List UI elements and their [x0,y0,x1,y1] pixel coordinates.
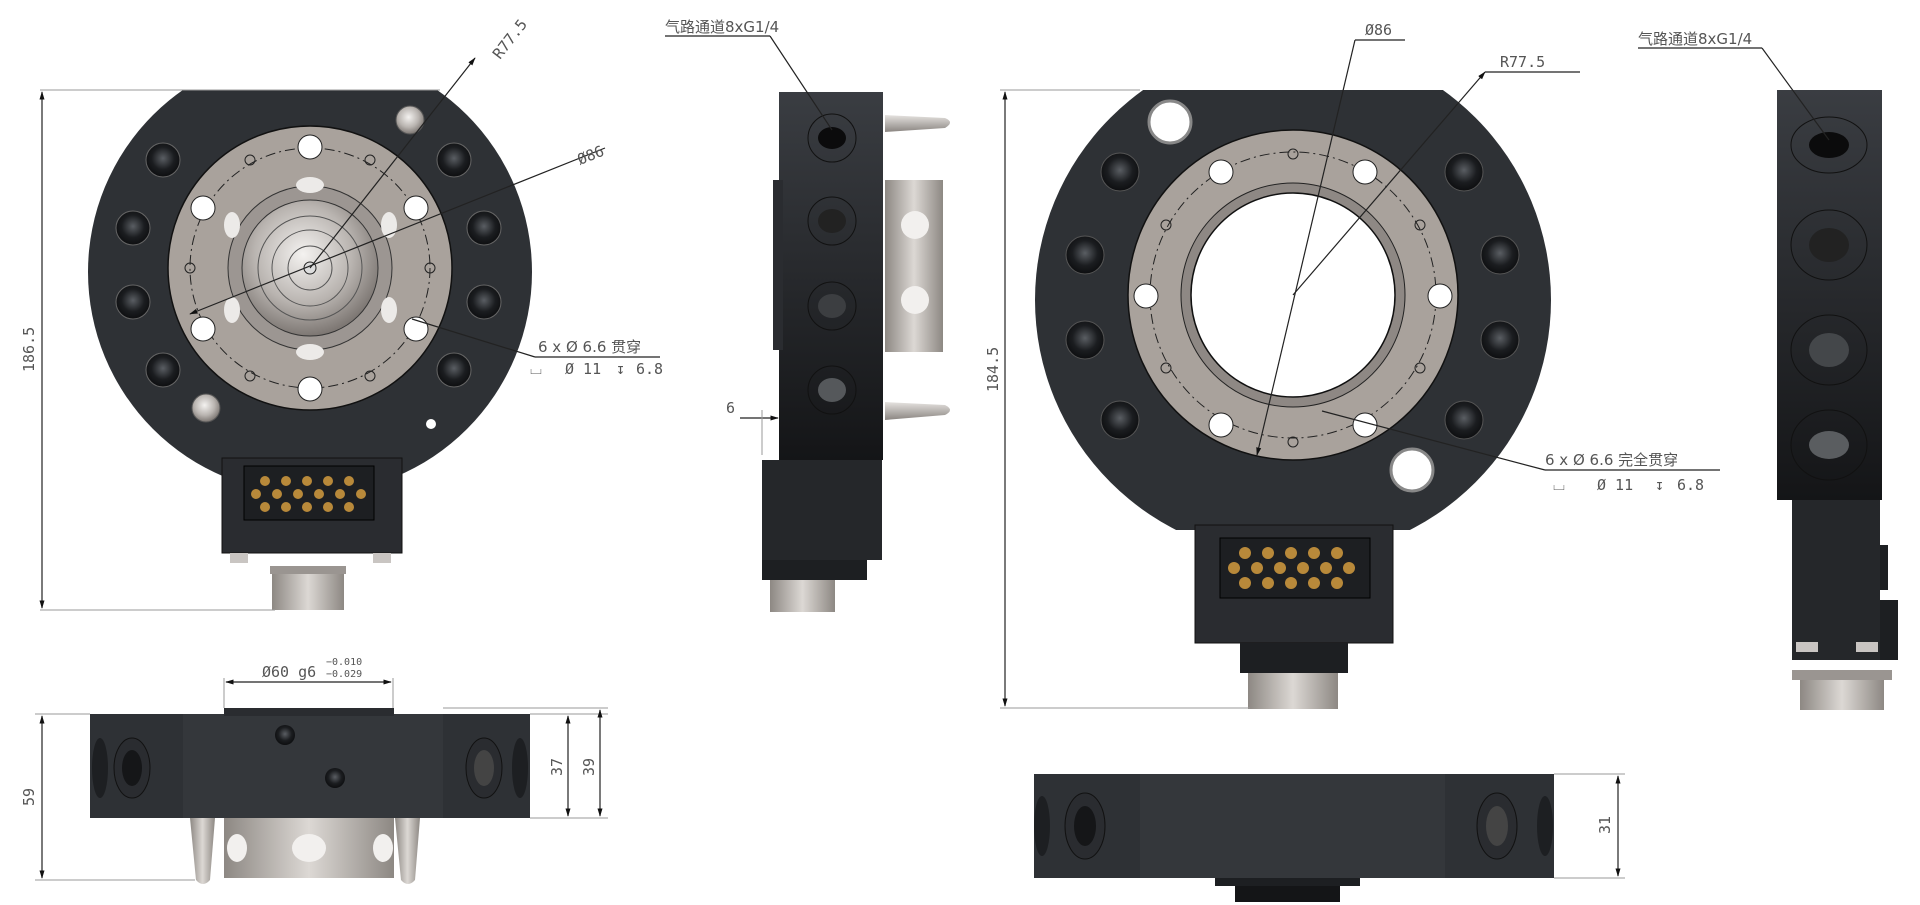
dim-body-height-31: 31 [1596,816,1614,834]
dim-body-height-37: 37 [548,758,566,776]
front-left-view: 186.5 R77.5 Ø86 6 x Ø 6.6 贯穿 ⌴ Ø 11 ↧ 6.… [20,16,663,611]
connector-pins-right [1228,547,1355,589]
bottom-right-view: 31 [1034,773,1625,902]
side-right-view: 气路通道8xG1/4 [1638,30,1898,710]
dim-pilot-tol-lower: −0.029 [326,669,362,680]
side-right-connector [1792,500,1880,660]
dim-body-height-39: 39 [580,758,598,776]
dim-offset-6: 6 [726,399,735,417]
dim-radius-left: R77.5 [489,16,531,63]
hole-callout-right-depth: 6.8 [1677,476,1704,494]
counterbore-symbol-right-icon: ⌴ [1553,476,1565,494]
dim-total-height-59: 59 [20,788,38,806]
side-left-connector [762,460,882,560]
dim-pilot-tol-upper: −0.010 [326,657,362,668]
hole-callout-left-1: 6 x Ø 6.6 贯穿 [538,338,641,356]
front-right-view: 184.5 Ø86 R77.5 6 x Ø 6.6 完全贯穿 ⌴ Ø 11 ↧ … [984,21,1720,709]
body-bolt-holes-right [1065,152,1520,440]
depth-symbol-icon: ↧ [616,360,625,378]
side-left-piston [885,180,943,352]
dim-radius-right: R77.5 [1500,53,1545,71]
locating-pin-right [395,818,420,884]
hole-callout-right-dia: Ø 11 [1597,476,1633,494]
air-channel-label-right: 气路通道8xG1/4 [1638,30,1752,48]
body-bolt-holes [115,142,502,388]
dim-bolt-circle-left: Ø86 [575,142,607,169]
air-channel-ports-right [1790,116,1868,481]
locating-pin-left [190,818,215,884]
connector-pins [251,476,366,512]
flange-through-holes [190,134,429,402]
depth-symbol-right-icon: ↧ [1655,476,1664,494]
hole-callout-left-dia: Ø 11 [565,360,601,378]
locating-pin-top [885,115,950,132]
dim-height-184-5: 184.5 [984,347,1002,392]
dim-bolt-circle-right: Ø86 [1365,21,1392,39]
counterbore-symbol-icon: ⌴ [530,360,542,378]
air-channel-ports [807,113,857,415]
bottom-left-view: Ø60 g6 −0.010 −0.029 59 37 39 [20,657,608,884]
side-left-view: 6 气路通道8xG1/4 [665,18,950,612]
hole-callout-left-depth: 6.8 [636,360,663,378]
air-channel-label-left: 气路通道8xG1/4 [665,18,779,36]
flange-through-holes-right [1133,159,1453,438]
round-connector [272,574,344,610]
round-connector-right [1248,673,1338,709]
dim-height-186-5: 186.5 [20,327,38,372]
dim-pilot-dia: Ø60 g6 [262,663,316,681]
locating-pin-bottom [885,402,950,420]
hole-callout-right-1: 6 x Ø 6.6 完全贯穿 [1545,451,1678,469]
